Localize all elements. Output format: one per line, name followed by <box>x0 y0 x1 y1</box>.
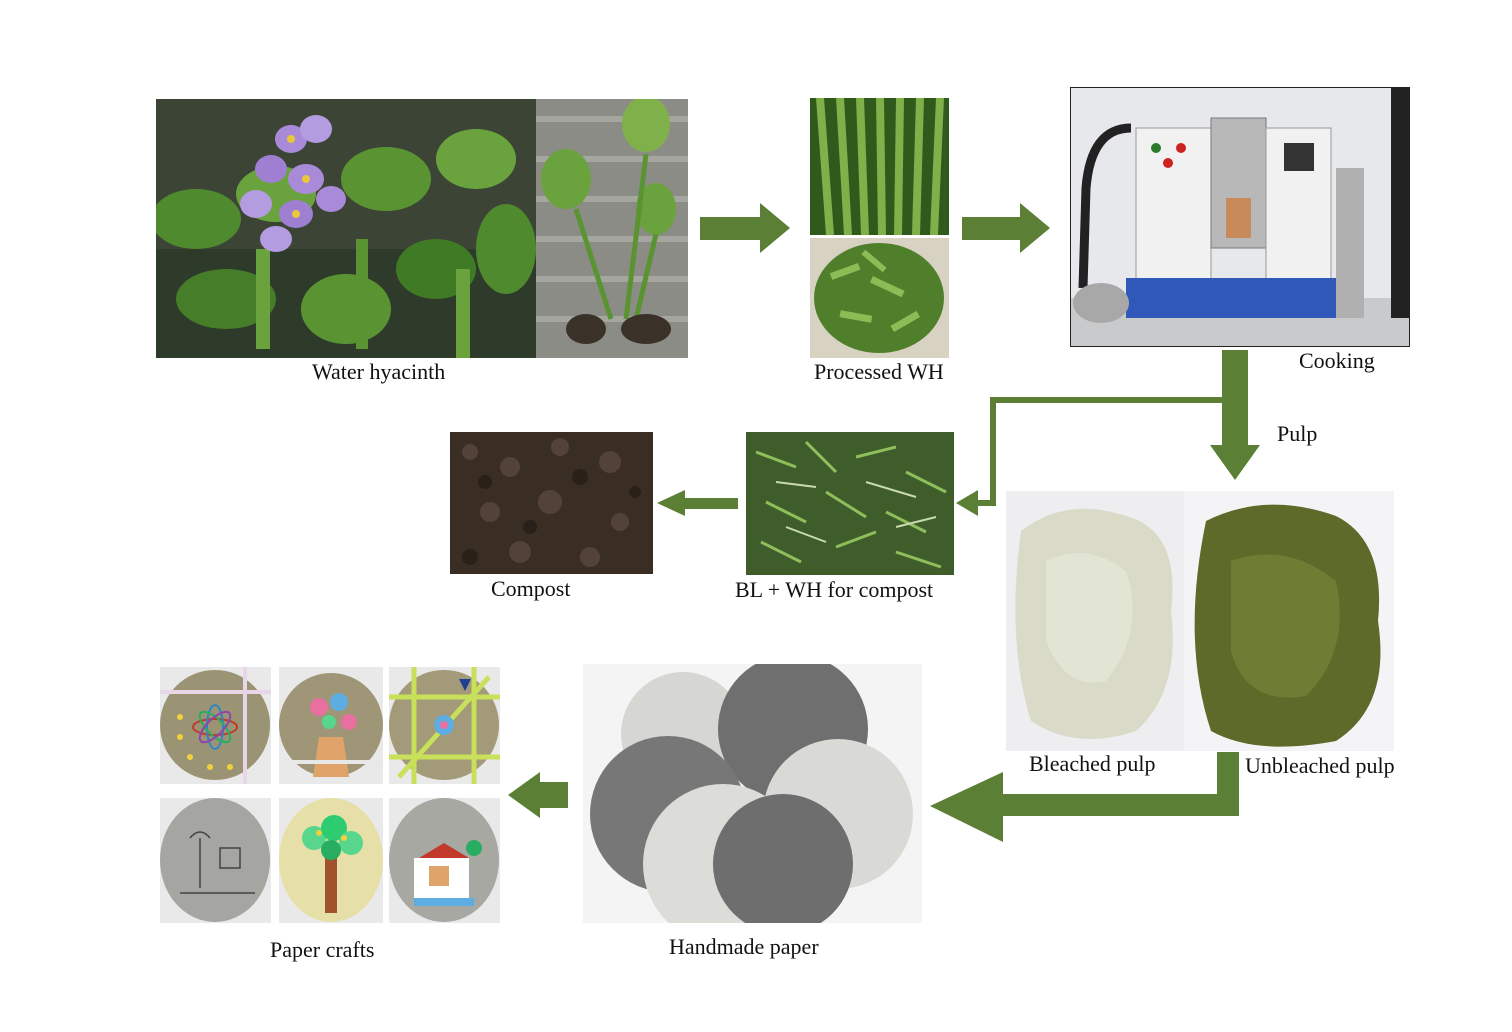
handmade-paper-label: Handmade paper <box>669 934 819 959</box>
arrow-to-pulp <box>1210 350 1260 480</box>
handmade-paper-image <box>583 664 922 923</box>
water-hyacinth-label: Water hyacinth <box>312 359 446 384</box>
bleached-pulp-label: Bleached pulp <box>1029 751 1156 776</box>
paper-craft-5 <box>279 798 383 923</box>
black-liquor-line <box>975 397 1222 506</box>
paper-craft-3 <box>389 667 500 784</box>
arrow-to-cooking <box>962 203 1050 253</box>
arrow-to-bl-wh <box>956 490 978 516</box>
paper-craft-2 <box>279 667 383 784</box>
water-hyacinth-image <box>156 99 688 358</box>
pulp-label: Pulp <box>1277 421 1318 446</box>
arrow-to-processed <box>700 203 790 253</box>
arrow-to-paper-crafts <box>508 772 568 818</box>
paper-crafts-label: Paper crafts <box>270 937 375 962</box>
bl-wh-compost-label: BL + WH for compost <box>735 577 934 602</box>
processed-wh-image <box>810 98 949 358</box>
arrow-to-handmade-paper <box>930 772 1003 842</box>
compost-image <box>450 432 653 574</box>
unbleached-pulp-label: Unbleached pulp <box>1245 753 1395 778</box>
paper-craft-6 <box>389 798 500 923</box>
arrow-to-compost <box>657 490 738 516</box>
processed-wh-label: Processed WH <box>814 359 944 384</box>
cooking-label: Cooking <box>1299 348 1375 373</box>
compost-label: Compost <box>491 576 571 601</box>
bl-wh-compost-image <box>746 432 954 575</box>
paper-craft-1 <box>160 667 271 784</box>
cooking-image <box>1070 87 1410 347</box>
paper-craft-4 <box>160 798 271 923</box>
pulp-image <box>1006 491 1394 751</box>
